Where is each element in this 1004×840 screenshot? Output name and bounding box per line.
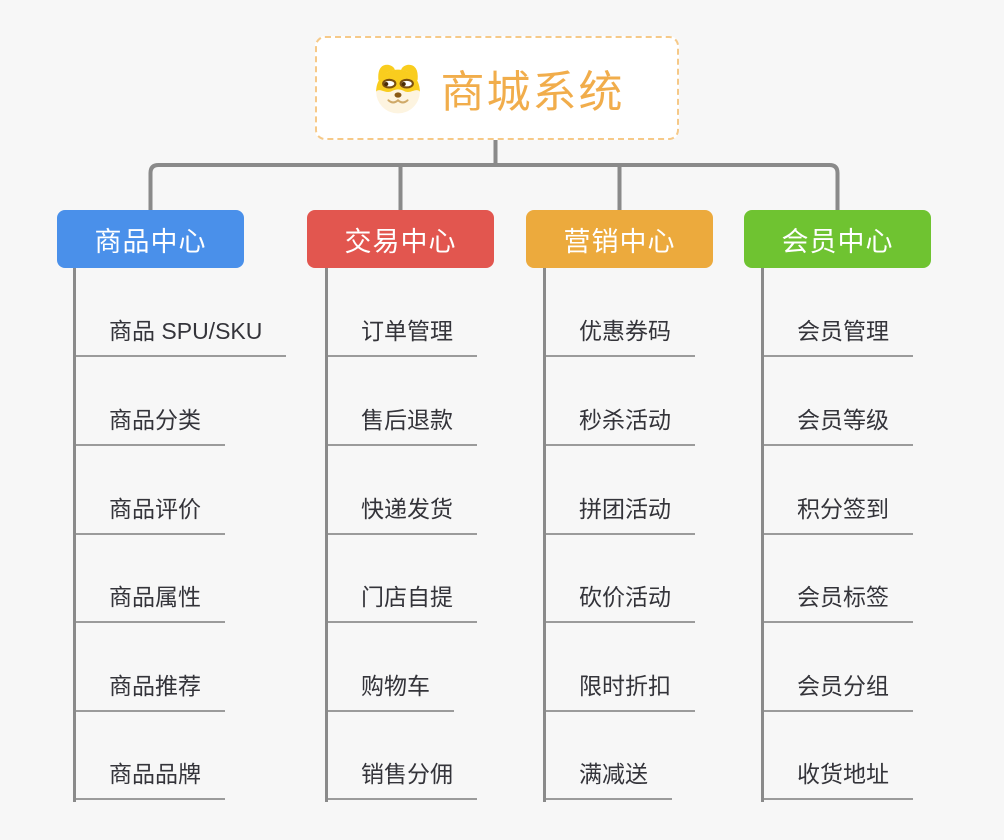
leaf-node[interactable]: 积分签到 — [764, 489, 913, 535]
branch-product-center: 商品 SPU/SKU 商品分类 商品评价 商品属性 商品推荐 商品品牌 — [73, 268, 287, 802]
leaf-node[interactable]: 商品品牌 — [76, 754, 225, 800]
leaf-node[interactable]: 快递发货 — [328, 489, 477, 535]
leaf-node[interactable]: 收货地址 — [764, 754, 913, 800]
leaf-node[interactable]: 砍价活动 — [546, 577, 695, 623]
branch-trade-center: 订单管理 售后退款 快递发货 门店自提 购物车 销售分佣 — [325, 268, 477, 802]
leaf-node[interactable]: 会员标签 — [764, 577, 913, 623]
leaf-node[interactable]: 商品推荐 — [76, 666, 225, 712]
doge-icon — [375, 64, 420, 114]
leaf-node[interactable]: 购物车 — [328, 666, 454, 712]
branch-marketing-center: 优惠券码 秒杀活动 拼团活动 砍价活动 限时折扣 满减送 — [543, 268, 695, 802]
category-product-center[interactable]: 商品中心 — [57, 210, 244, 268]
leaf-node[interactable]: 商品属性 — [76, 577, 225, 623]
leaf-node[interactable]: 会员分组 — [764, 666, 913, 712]
category-trade-center[interactable]: 交易中心 — [307, 210, 494, 268]
leaf-node[interactable]: 售后退款 — [328, 400, 477, 446]
branch-member-center: 会员管理 会员等级 积分签到 会员标签 会员分组 收货地址 — [761, 268, 913, 802]
leaf-node[interactable]: 秒杀活动 — [546, 400, 695, 446]
category-member-center[interactable]: 会员中心 — [744, 210, 931, 268]
leaf-node[interactable]: 商品 SPU/SKU — [76, 311, 287, 357]
leaf-node[interactable]: 商品评价 — [76, 489, 225, 535]
leaf-node[interactable]: 商品分类 — [76, 400, 225, 446]
leaf-node[interactable]: 满减送 — [546, 754, 672, 800]
leaf-node[interactable]: 拼团活动 — [546, 489, 695, 535]
leaf-node[interactable]: 会员管理 — [764, 311, 913, 357]
category-marketing-center[interactable]: 营销中心 — [526, 210, 713, 268]
leaf-node[interactable]: 优惠券码 — [546, 311, 695, 357]
leaf-node[interactable]: 销售分佣 — [328, 754, 477, 800]
leaf-node[interactable]: 会员等级 — [764, 400, 913, 446]
leaf-node[interactable]: 限时折扣 — [546, 666, 695, 712]
leaf-node[interactable]: 订单管理 — [328, 311, 477, 357]
root-title: 商城系统 — [440, 68, 625, 117]
leaf-node[interactable]: 门店自提 — [328, 577, 477, 623]
root-node[interactable]: 商城系统 — [315, 36, 679, 140]
